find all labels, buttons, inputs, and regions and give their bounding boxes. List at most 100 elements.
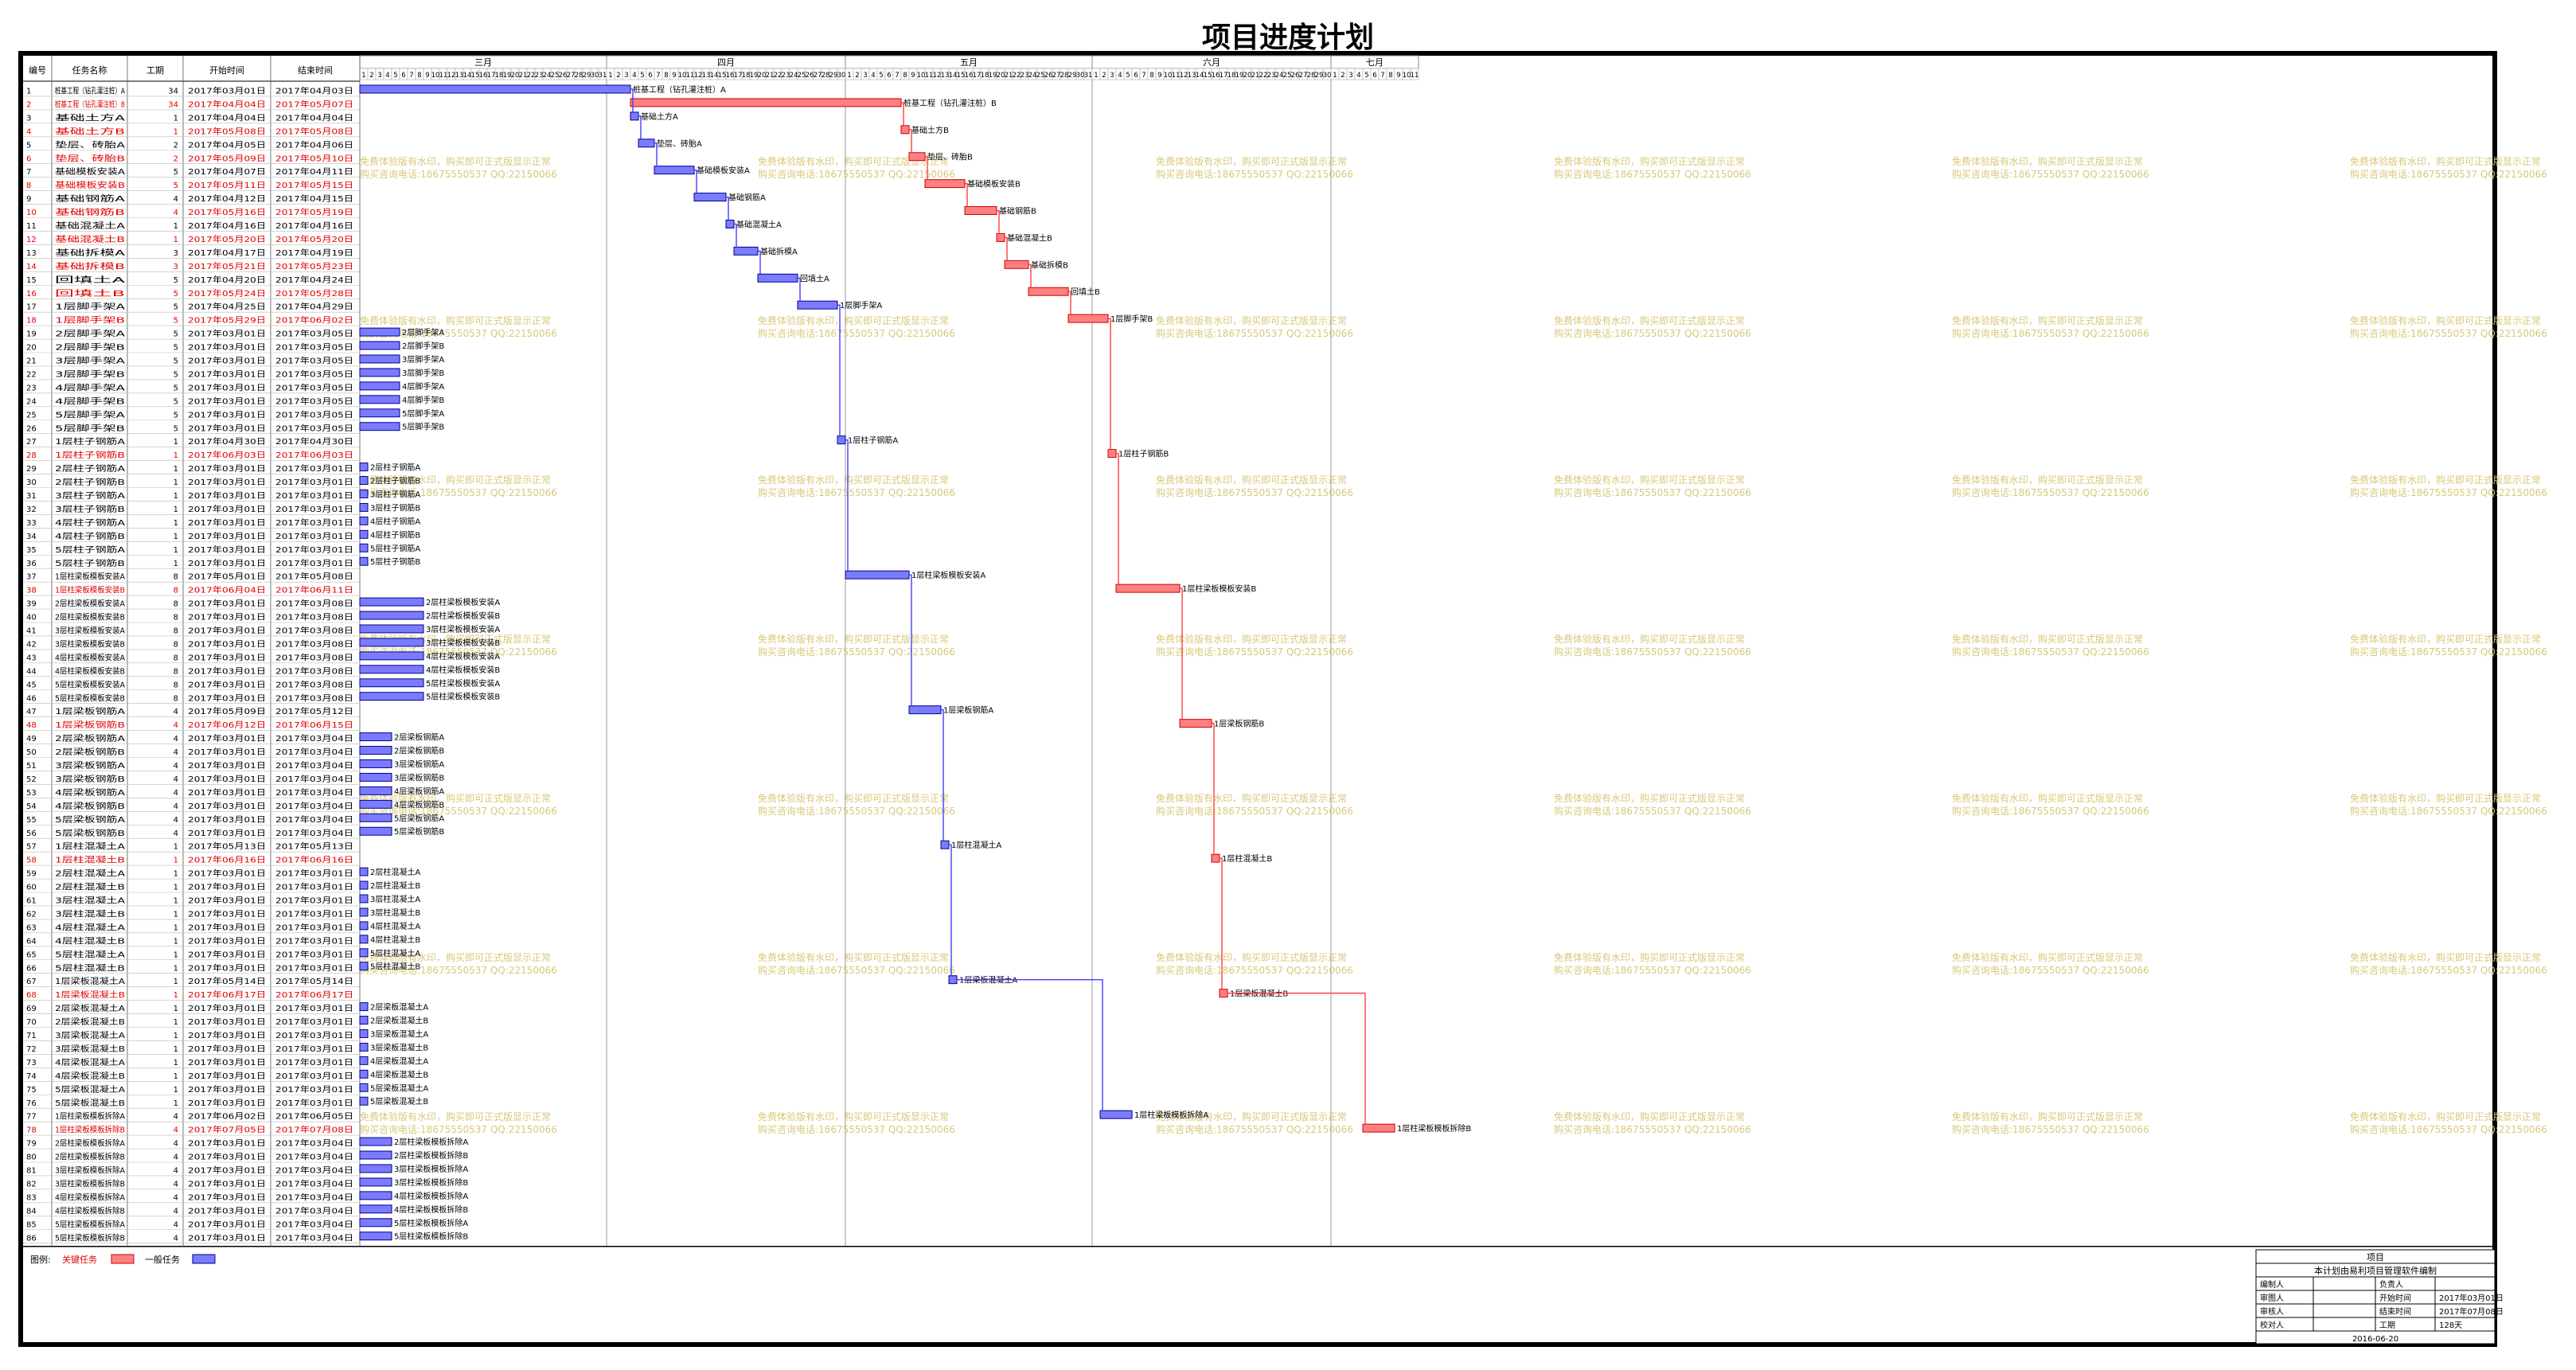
gantt-bar — [359, 1069, 369, 1079]
day-label: 30 — [1323, 72, 1332, 80]
info-subtitle: 本计划由易利项目管理软件编制 — [2314, 1265, 2437, 1276]
bar-label: 基础混凝土A — [736, 219, 782, 229]
day-label: 5 — [1126, 72, 1130, 80]
task-start: 2017年03月01日 — [188, 409, 266, 420]
task-name: 基础钢筋B — [55, 207, 125, 217]
task-name: 基础土方B — [55, 126, 125, 136]
task-name: 2层柱混凝土B — [55, 882, 125, 892]
task-name: 4层柱混凝土A — [55, 922, 125, 932]
task-duration: 8 — [174, 627, 178, 636]
watermark-text: 免费体验版有水印，购买即可正式版显示正常 — [1554, 792, 1745, 804]
task-name: 1层柱梁板模板拆除B — [55, 1125, 125, 1135]
watermark-text: 免费体验版有水印，购买即可正式版显示正常 — [1156, 1110, 1347, 1122]
task-end: 2017年03月04日 — [275, 774, 353, 784]
task-end: 2017年05月13日 — [275, 841, 353, 852]
bar-label: 基础土方B — [911, 125, 949, 135]
legend-critical-label: 关键任务 — [62, 1254, 97, 1265]
task-end: 2017年03月05日 — [275, 382, 353, 392]
task-end: 2017年05月20日 — [275, 234, 353, 244]
gantt-bar — [359, 408, 400, 418]
task-start: 2017年03月01日 — [188, 1232, 266, 1243]
task-end: 2017年03月08日 — [275, 652, 353, 662]
task-start: 2017年04月16日 — [188, 221, 266, 231]
task-duration: 1 — [174, 1072, 178, 1081]
task-end: 2017年03月08日 — [275, 612, 353, 623]
gantt-bar — [359, 597, 424, 607]
task-name: 1层柱梁板模板安装B — [55, 585, 125, 595]
task-duration: 1 — [174, 991, 178, 1000]
task-end: 2017年05月08日 — [275, 572, 353, 582]
day-label: 27 — [1299, 72, 1308, 80]
dependency-link — [798, 277, 801, 302]
task-id: 52 — [26, 775, 37, 784]
bar-label: 2层梁板混凝土B — [370, 1016, 428, 1026]
bar-label: 3层脚手架B — [402, 368, 444, 378]
task-duration: 1 — [174, 1045, 178, 1054]
task-name: 3层柱混凝土A — [55, 896, 125, 906]
task-name: 3层梁板钢筋B — [55, 774, 125, 784]
task-start: 2017年03月01日 — [188, 1138, 266, 1149]
task-id: 37 — [26, 573, 37, 582]
task-name: 5层柱梁板模板拆除B — [55, 1232, 125, 1243]
task-name: 3层梁板混凝土A — [55, 1030, 125, 1040]
day-label: 22 — [774, 72, 783, 80]
bar-label: 2层柱子钢筋A — [370, 463, 420, 473]
watermark-text: 购买咨询电话:18675550537 QQ:22150066 — [360, 1123, 557, 1135]
task-end: 2017年03月04日 — [275, 747, 353, 757]
gantt-bar — [630, 111, 639, 121]
watermark-text: 购买咨询电话:18675550537 QQ:22150066 — [1156, 964, 1353, 976]
info-cell: 2017年03月01日 — [2439, 1293, 2504, 1303]
task-id: 57 — [26, 843, 37, 852]
task-duration: 1 — [174, 950, 178, 959]
gantt-bar — [359, 759, 392, 768]
watermark-text: 购买咨询电话:18675550537 QQ:22150066 — [360, 964, 557, 976]
day-label: 2 — [616, 72, 620, 80]
watermark-text: 免费体验版有水印，购买即可正式版显示正常 — [758, 792, 949, 804]
dependency-link — [654, 142, 658, 166]
bar-label: 回填土B — [1071, 287, 1100, 297]
gantt-bar — [1099, 1110, 1133, 1119]
task-name: 3层梁板混凝土B — [55, 1044, 125, 1054]
bar-label: 2层柱梁板模板安装A — [426, 597, 500, 607]
watermark-text: 购买咨询电话:18675550537 QQ:22150066 — [758, 1123, 955, 1135]
task-id: 71 — [26, 1032, 37, 1040]
task-name: 2层梁板混凝土A — [55, 1003, 125, 1013]
task-end: 2017年05月23日 — [275, 261, 353, 271]
dependency-link — [1108, 318, 1111, 450]
day-label: 10 — [431, 72, 440, 80]
gantt-bar — [837, 435, 846, 445]
bar-label: 1层柱混凝土B — [1222, 853, 1272, 864]
day-label: 15 — [1204, 72, 1212, 80]
task-start: 2017年03月01日 — [188, 1030, 266, 1040]
task-duration: 8 — [174, 681, 178, 689]
task-name: 2层梁板钢筋B — [55, 747, 125, 757]
gantt-bar — [797, 300, 838, 310]
task-id: 32 — [26, 505, 37, 514]
task-end: 2017年03月05日 — [275, 369, 353, 379]
watermark-text: 购买咨询电话:18675550537 QQ:22150066 — [758, 168, 955, 180]
day-label: 24 — [1028, 72, 1037, 80]
bar-label: 5层梁板混凝土B — [370, 1096, 428, 1107]
watermark-text: 免费体验版有水印，购买即可正式版显示正常 — [1156, 314, 1347, 326]
bar-label: 3层柱混凝土B — [370, 907, 420, 918]
gantt-bar — [359, 368, 400, 377]
task-end: 2017年03月01日 — [275, 517, 353, 528]
dependency-link — [909, 574, 912, 706]
task-name: 1层柱梁板模板拆除A — [55, 1111, 125, 1122]
watermark-text: 免费体验版有水印，购买即可正式版显示正常 — [1554, 633, 1745, 645]
day-label: 8 — [664, 72, 668, 80]
gantt-frame — [18, 51, 2497, 1347]
task-start: 2017年03月01日 — [188, 962, 266, 973]
day-label: 28 — [1307, 72, 1316, 80]
day-label: 31 — [1084, 72, 1093, 80]
task-duration: 1 — [174, 533, 178, 541]
day-label: 8 — [1149, 72, 1153, 80]
day-label: 16 — [965, 72, 974, 80]
day-label: 16 — [1212, 72, 1220, 80]
task-start: 2017年05月14日 — [188, 976, 266, 986]
task-name: 5层脚手架B — [55, 423, 125, 433]
bar-label: 垫层、砖胎B — [927, 152, 973, 162]
bar-label: 3层柱混凝土A — [370, 894, 420, 904]
watermark-text: 免费体验版有水印，购买即可正式版显示正常 — [1156, 951, 1347, 963]
day-label: 18 — [1228, 72, 1236, 80]
